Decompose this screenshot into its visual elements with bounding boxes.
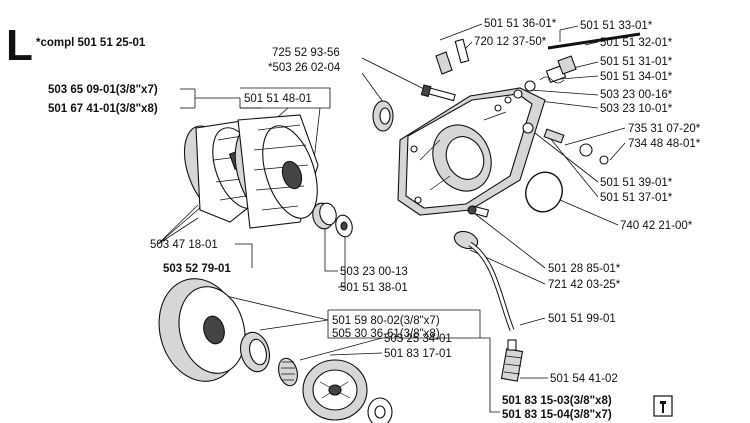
oil-hose xyxy=(453,230,515,331)
chain-brake-housing xyxy=(397,87,546,216)
label-501-51-38-01: 501 51 38-01 xyxy=(340,282,408,294)
spur-sprocket xyxy=(302,359,368,421)
label-501-28-85-01: 501 28 85-01* xyxy=(548,263,621,275)
label-503-47-18-01: 503 47 18-01 xyxy=(150,239,218,251)
o-ring xyxy=(525,171,563,213)
washer-lower xyxy=(367,397,393,423)
kit-label: *compl 501 51 25-01 xyxy=(36,37,146,49)
label-501-54-41-02: 501 54 41-02 xyxy=(550,373,618,385)
label-720-12-37-50: 720 12 37-50* xyxy=(474,36,547,48)
label-503-25-34-01: 503 25 34-01 xyxy=(384,333,452,345)
adjuster-parts xyxy=(522,122,609,165)
label-735-31-07-20: 735 31 07-20* xyxy=(628,123,701,135)
leader-lines xyxy=(157,23,626,413)
label-740-42-21-00: 740 42 21-00* xyxy=(620,220,693,232)
label-721-42-03-25: 721 42 03-25* xyxy=(548,279,621,291)
label-503-52-79-01: 503 52 79-01 xyxy=(163,263,231,275)
needle-bearing-lower xyxy=(278,357,298,387)
label-734-48-48-01: 734 48 48-01* xyxy=(628,138,701,150)
label-501-51-36-01: 501 51 36-01* xyxy=(484,18,557,30)
label-725-52-93-56: 725 52 93-56 xyxy=(272,47,340,59)
label-501-51-37-01: 501 51 37-01* xyxy=(600,192,673,204)
label-501-51-34-01: 501 51 34-01* xyxy=(600,71,673,83)
label-501-59-80-02: 501 59 80-02(3/8"x7) xyxy=(332,315,440,327)
label-501-83-15-03: 501 83 15-03(3/8"x8) xyxy=(502,395,612,407)
label-503-23-00-16: 503 23 00-16* xyxy=(600,89,673,101)
part-labels: 725 52 93-56 *503 26 02-04 720 12 37-50*… xyxy=(48,18,701,421)
label-501-67-41-01: 501 67 41-01(3/8"x8) xyxy=(48,103,158,115)
bolt-part xyxy=(420,84,456,102)
label-501-51-99-01: 501 51 99-01 xyxy=(548,313,616,325)
rim-sprocket xyxy=(239,331,271,373)
seal-ring xyxy=(372,100,394,132)
label-501-51-33-01: 501 51 33-01* xyxy=(580,20,653,32)
oil-filter xyxy=(500,339,524,382)
label-503-65-09-01: 503 65 09-01(3/8"x7) xyxy=(48,84,158,96)
label-501-51-48-01: 501 51 48-01 xyxy=(244,93,312,105)
stud-bolt xyxy=(467,205,490,218)
oil-pump-parts xyxy=(435,32,641,104)
label-501-51-31-01: 501 51 31-01* xyxy=(600,56,673,68)
section-letter: L xyxy=(6,21,33,70)
tool-icon xyxy=(653,395,673,417)
label-501-51-32-01: 501 51 32-01* xyxy=(600,37,673,49)
label-503-26-02-04: *503 26 02-04 xyxy=(268,62,341,74)
sprocket-drum xyxy=(158,278,246,382)
label-501-83-17-01: 501 83 17-01 xyxy=(384,348,452,360)
label-501-83-15-04: 501 83 15-04(3/8"x7) xyxy=(502,409,612,421)
clutch-drum xyxy=(234,114,319,229)
label-501-51-39-01: 501 51 39-01* xyxy=(600,177,673,189)
label-503-23-10-01: 503 23 10-01* xyxy=(600,103,673,115)
label-503-23-00-13: 503 23 00-13 xyxy=(340,266,408,278)
needle-bearing xyxy=(312,202,353,238)
label-505-30-36-61: 505 30 36-61(3/8"x8) xyxy=(332,328,440,340)
